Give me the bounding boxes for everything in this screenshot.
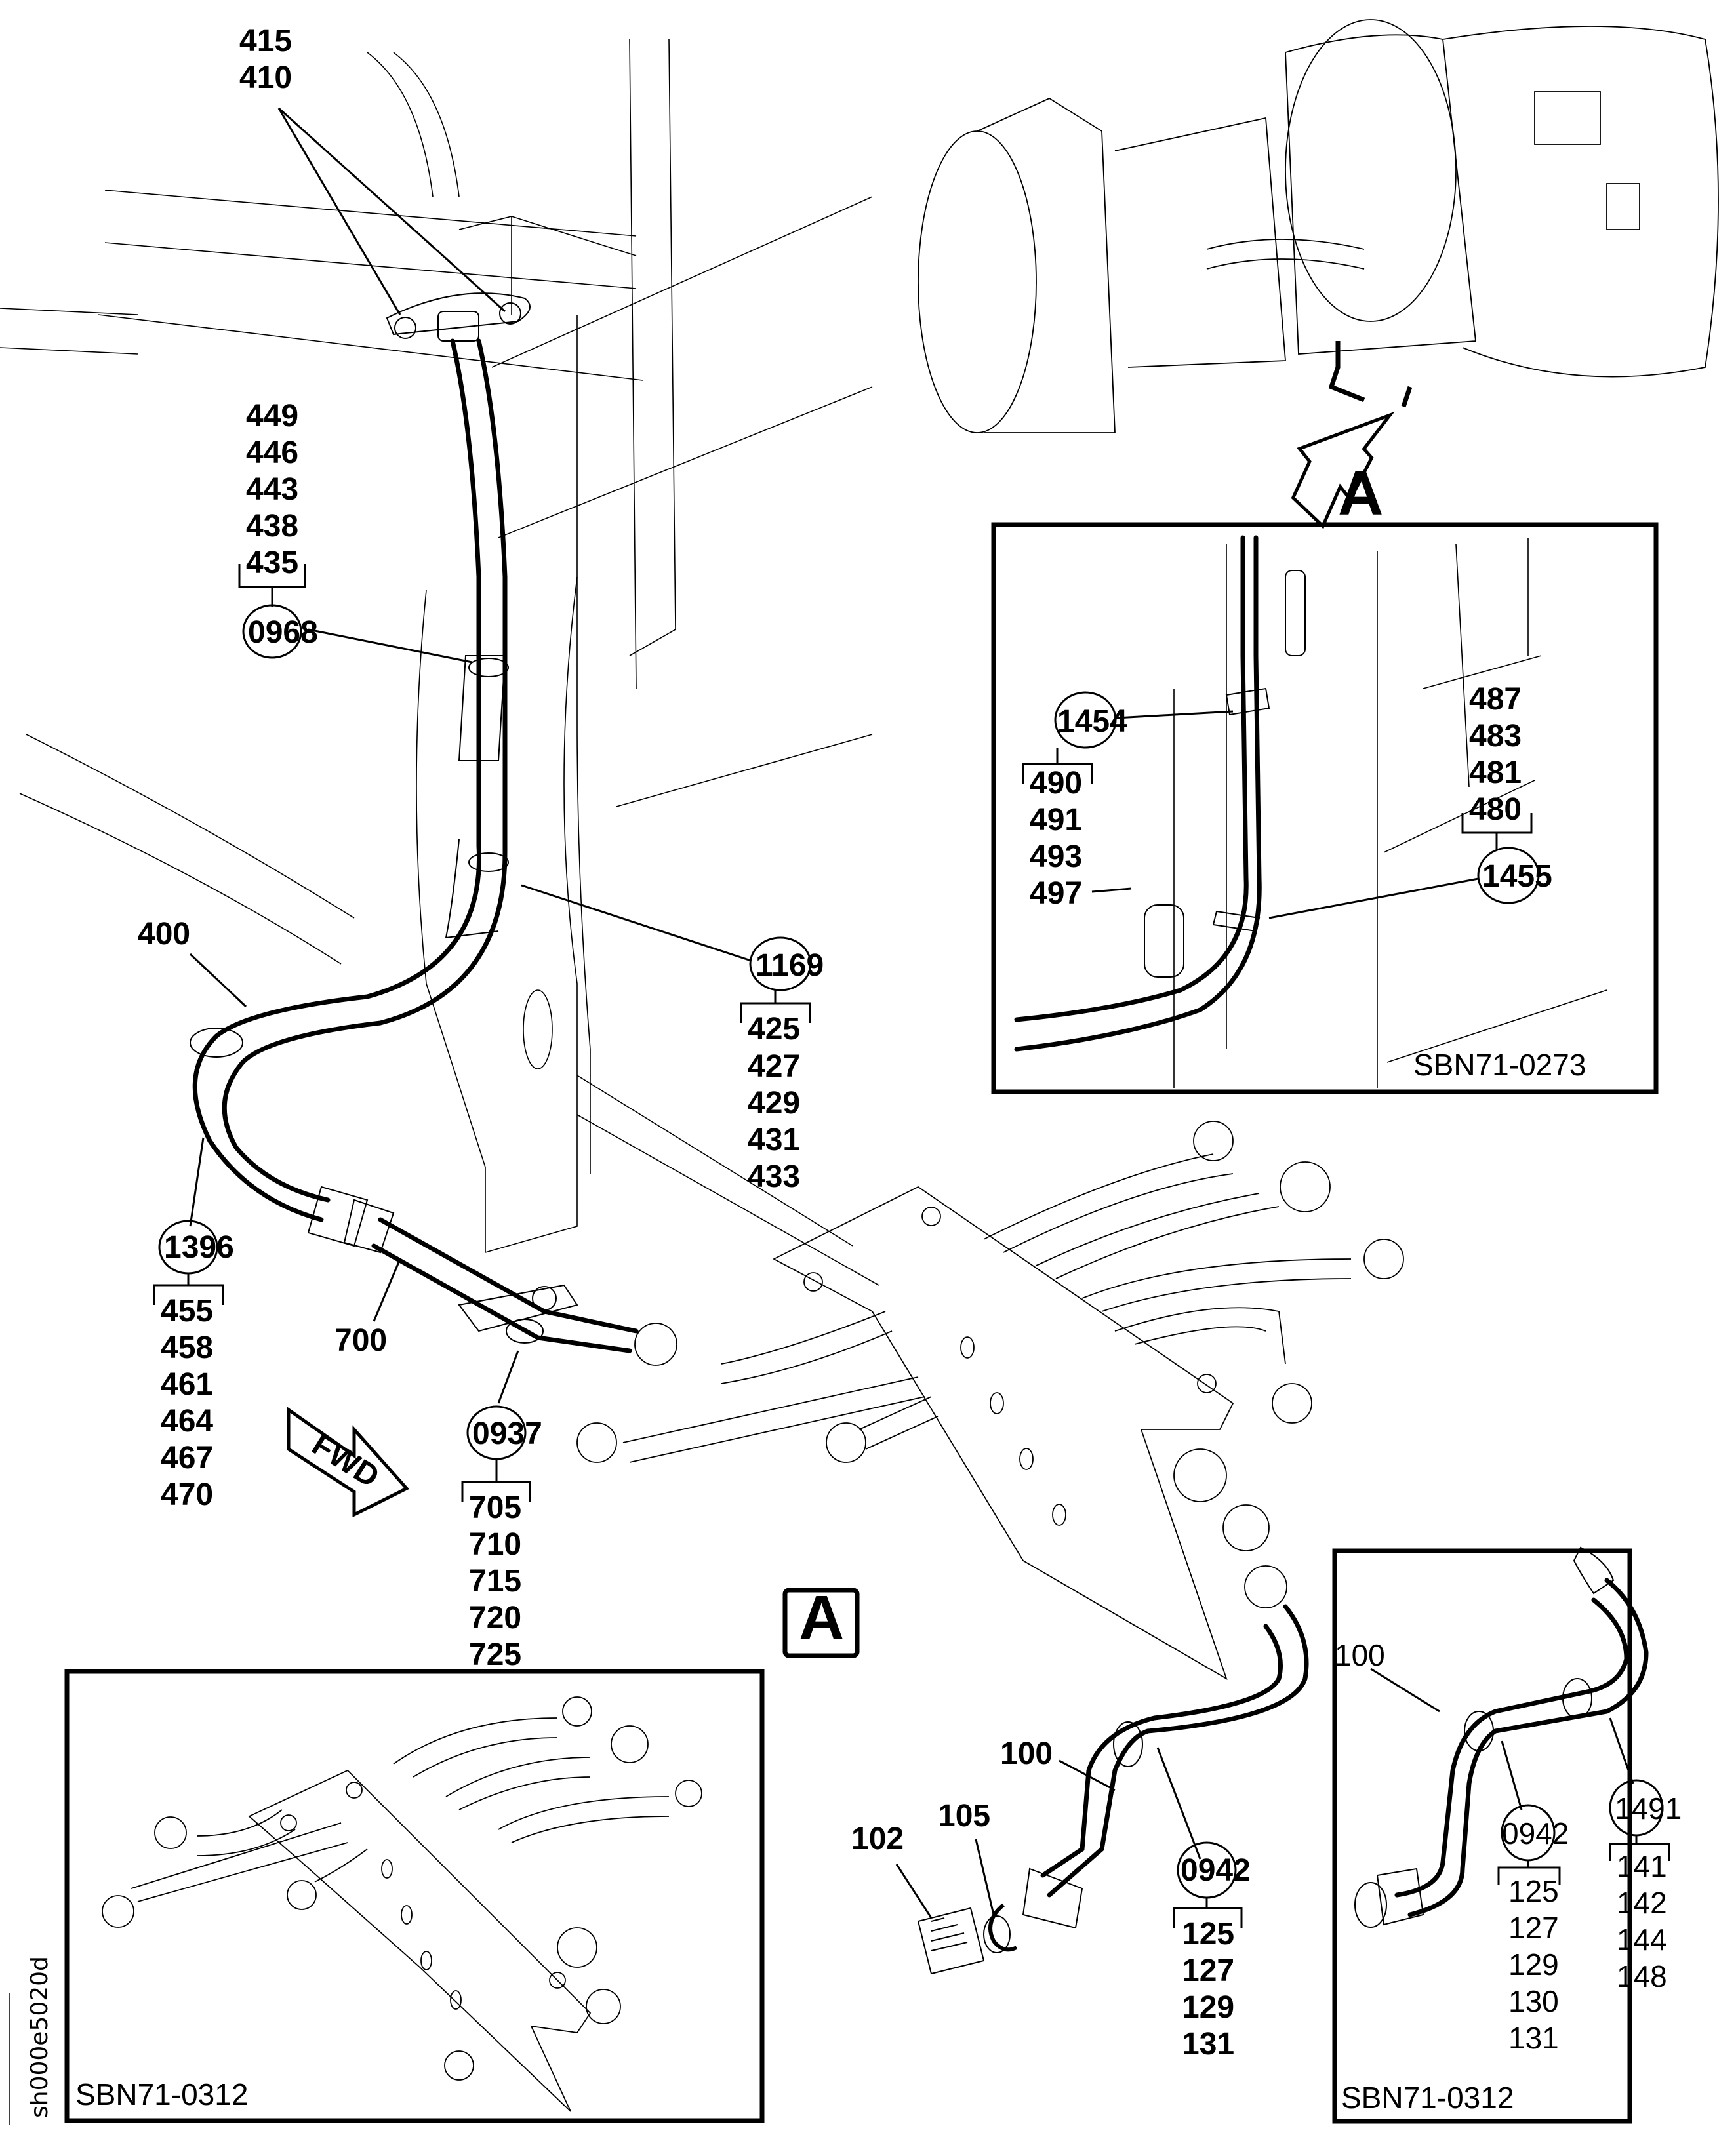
airframe-structure bbox=[0, 39, 879, 1286]
callout-700: 700 bbox=[334, 1258, 401, 1358]
inset-bottom-left-sbn-ref: SBN71-0312 bbox=[75, 2077, 248, 2111]
part-label: 455 bbox=[161, 1294, 213, 1328]
sheet-id-label: sh000e5020d bbox=[26, 1956, 53, 2118]
callout-400: 400 bbox=[138, 917, 247, 1008]
part-label: 467 bbox=[161, 1441, 213, 1475]
part-label: 427 bbox=[748, 1049, 800, 1084]
inset-bottom-left: SBN71-0312 bbox=[64, 1669, 765, 2123]
inset-a-sbn-ref: SBN71-0273 bbox=[1413, 1048, 1586, 1082]
o-ring-105 bbox=[988, 1903, 1018, 1952]
part-label-105: 105 bbox=[938, 1799, 990, 1833]
tube-100 bbox=[917, 1604, 1309, 1975]
part-label: 491 bbox=[1030, 803, 1082, 837]
reference-number-1396: 1396 bbox=[164, 1230, 234, 1265]
part-label: 449 bbox=[246, 399, 298, 433]
callout-1396: 1396 455 458 461 464 467 470 bbox=[153, 1137, 234, 1512]
hose-assembly-400 bbox=[190, 338, 509, 1254]
callout-1169: 1169 425 427 429 431 433 bbox=[521, 884, 824, 1194]
part-label: 490 bbox=[1030, 766, 1082, 801]
part-label: 127 bbox=[1508, 1911, 1559, 1945]
reference-number-1455: 1455 bbox=[1482, 859, 1552, 894]
callout-102: 102 bbox=[851, 1822, 933, 1919]
part-label: 431 bbox=[748, 1123, 800, 1157]
inset-bottom-right-sbn-ref: SBN71-0312 bbox=[1341, 2081, 1514, 2115]
view-a-pointer-label: A bbox=[1338, 458, 1383, 529]
part-label: 443 bbox=[246, 472, 298, 507]
part-label: 127 bbox=[1182, 1953, 1234, 1988]
part-label-410: 410 bbox=[239, 60, 292, 95]
reference-number-1169: 1169 bbox=[756, 948, 824, 983]
reference-number-0942: 0942 bbox=[1181, 1853, 1251, 1888]
part-label: 720 bbox=[469, 1601, 521, 1635]
part-label: 429 bbox=[748, 1086, 800, 1121]
part-label: 497 bbox=[1030, 876, 1082, 911]
part-label: 131 bbox=[1508, 2021, 1559, 2055]
inset-bottom-right: 100 0942 125 127 129 130 131 1491 141 14… bbox=[1332, 1546, 1682, 2124]
engine-locator-illustration: A bbox=[918, 19, 1719, 529]
part-label: 144 bbox=[1617, 1923, 1667, 1957]
reference-number-0968: 0968 bbox=[248, 615, 318, 650]
callout-0968: 449 446 443 438 435 0968 bbox=[238, 399, 473, 664]
callout-0937: 0937 705 710 715 720 725 bbox=[461, 1350, 542, 1672]
fwd-direction-arrow: FWD bbox=[287, 1407, 410, 1518]
part-label: 142 bbox=[1617, 1886, 1667, 1920]
inset-view-a: 1454 490 491 493 497 487 483 481 480 145… bbox=[991, 522, 1659, 1094]
part-label: 725 bbox=[469, 1637, 521, 1672]
view-a-label: A bbox=[799, 1583, 844, 1653]
tube-700 bbox=[371, 1217, 639, 1353]
inset-part-label-100: 100 bbox=[1335, 1638, 1385, 1672]
view-a-marker: A bbox=[782, 1583, 860, 1658]
part-label: 438 bbox=[246, 509, 298, 544]
part-label: 131 bbox=[1182, 2027, 1234, 2062]
part-label: 435 bbox=[246, 546, 298, 580]
part-label-102: 102 bbox=[851, 1822, 904, 1856]
mount-bracket bbox=[386, 292, 531, 342]
part-label: 130 bbox=[1508, 1984, 1559, 2018]
part-label: 148 bbox=[1617, 1959, 1667, 1993]
part-label: 715 bbox=[469, 1564, 521, 1599]
part-label-415: 415 bbox=[239, 24, 292, 58]
part-label: 458 bbox=[161, 1330, 213, 1365]
part-label-100: 100 bbox=[1000, 1736, 1053, 1771]
part-label: 129 bbox=[1182, 1990, 1234, 2025]
sheet-id: sh000e5020d bbox=[9, 1956, 53, 2125]
inset-reference-number-1491: 1491 bbox=[1615, 1791, 1682, 1826]
fuel-manifold-block bbox=[576, 1121, 1404, 1680]
part-label: 461 bbox=[161, 1367, 213, 1402]
callout-105: 105 bbox=[938, 1799, 995, 1915]
reference-number-1454: 1454 bbox=[1057, 704, 1127, 739]
part-label: 480 bbox=[1469, 792, 1522, 827]
part-label: 141 bbox=[1617, 1849, 1667, 1883]
callout-415-410: 415 410 bbox=[239, 24, 506, 315]
inset-reference-number-0942: 0942 bbox=[1502, 1816, 1569, 1850]
part-label: 125 bbox=[1508, 1874, 1559, 1908]
part-label: 470 bbox=[161, 1477, 213, 1512]
part-label-700: 700 bbox=[334, 1323, 387, 1358]
part-label: 493 bbox=[1030, 839, 1082, 874]
part-label: 425 bbox=[748, 1012, 800, 1047]
part-label: 481 bbox=[1469, 755, 1522, 790]
part-label: 487 bbox=[1469, 682, 1522, 717]
callout-100: 100 bbox=[1000, 1736, 1116, 1791]
part-label: 710 bbox=[469, 1527, 521, 1562]
part-label: 483 bbox=[1469, 719, 1522, 753]
part-label: 433 bbox=[748, 1159, 800, 1194]
part-label: 446 bbox=[246, 435, 298, 470]
part-label: 464 bbox=[161, 1404, 213, 1439]
part-label: 705 bbox=[469, 1490, 521, 1525]
reference-number-0937: 0937 bbox=[472, 1416, 542, 1451]
part-label: 125 bbox=[1182, 1917, 1234, 1951]
part-label-400: 400 bbox=[138, 917, 190, 951]
callout-0942: 0942 125 127 129 131 bbox=[1156, 1747, 1251, 2062]
part-label: 129 bbox=[1508, 1947, 1559, 1982]
